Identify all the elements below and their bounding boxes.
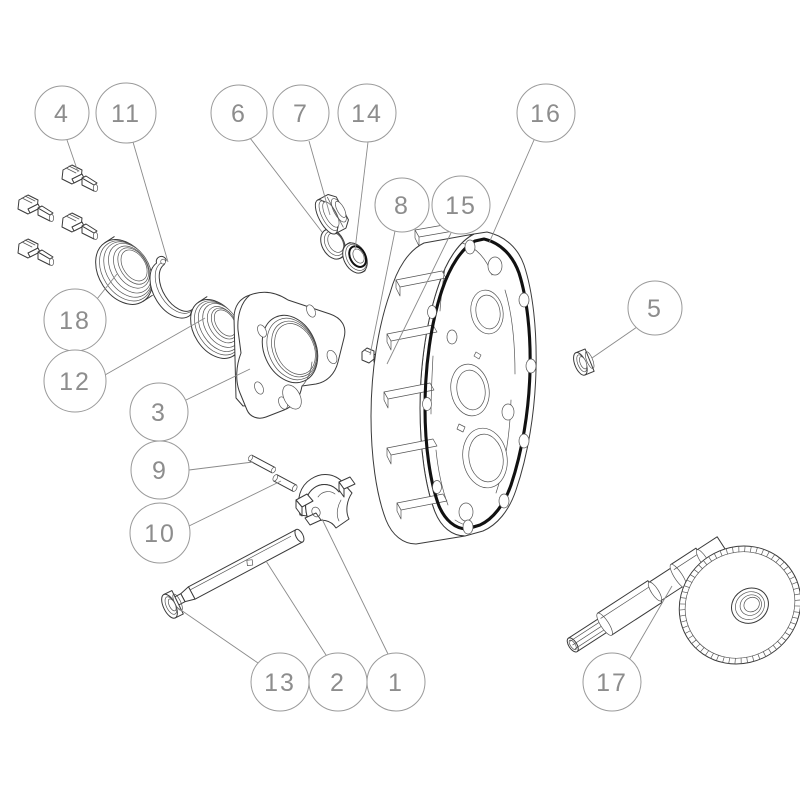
part-dowel-pin-short: [272, 474, 298, 492]
part-shift-fork: [295, 473, 356, 529]
callout-bubble-8[interactable]: 8: [374, 177, 430, 233]
leader-line-2: [265, 560, 327, 656]
part-flange-bolts: [17, 164, 99, 266]
leader-line-14: [354, 141, 369, 251]
callout-circle: [95, 82, 157, 144]
callout-bubble-1[interactable]: 1: [366, 652, 426, 712]
callout-bubble-18[interactable]: 18: [43, 288, 107, 352]
callout-number: 9: [152, 457, 168, 485]
callout-bubble-7[interactable]: 7: [272, 84, 330, 142]
leader-line-11: [132, 141, 169, 263]
callout-bubbles: 4 11 6 7 14 16 8 15 5 18 12 3 9 10 13 2 1 17: [34, 82, 683, 712]
callout-bubble-14[interactable]: 14: [337, 83, 397, 143]
callout-bubble-16[interactable]: 16: [516, 83, 576, 143]
leader-line-3: [185, 368, 251, 401]
callout-circle: [516, 83, 576, 143]
callout-circle: [210, 84, 268, 142]
callout-bubble-9[interactable]: 9: [130, 440, 190, 500]
leader-line-6: [249, 137, 323, 233]
callout-circle: [366, 652, 426, 712]
callout-number: 17: [596, 669, 628, 697]
leader-line-9: [188, 461, 254, 471]
leader-line-5: [591, 326, 638, 359]
callout-circle: [337, 83, 397, 143]
callout-number: 3: [151, 399, 167, 427]
bolt-4: [17, 238, 55, 266]
part-outer-ball-bearing: [95, 236, 153, 305]
part-bushing-collar: [314, 193, 349, 235]
callout-number: 8: [394, 192, 410, 220]
callout-circle: [272, 84, 330, 142]
callout-bubble-10[interactable]: 10: [129, 502, 191, 564]
callout-circle: [34, 85, 90, 141]
callout-bubble-13[interactable]: 13: [250, 652, 310, 712]
callout-circle: [129, 502, 191, 564]
callout-circle: [627, 280, 683, 336]
callout-number: 13: [264, 669, 296, 697]
callout-bubble-4[interactable]: 4: [34, 85, 90, 141]
callout-number: 10: [144, 520, 176, 548]
callout-number: 16: [530, 100, 562, 128]
bolt-1: [61, 164, 99, 192]
leader-line-16: [488, 139, 535, 244]
callout-bubble-12[interactable]: 12: [43, 349, 107, 413]
callout-circle: [43, 349, 107, 413]
callout-number: 15: [445, 192, 477, 220]
callout-circle: [582, 652, 642, 712]
callout-number: 14: [351, 100, 383, 128]
callout-bubble-15[interactable]: 15: [431, 175, 491, 235]
callout-number: 2: [330, 669, 346, 697]
callout-circle: [374, 177, 430, 233]
callout-bubble-3[interactable]: 3: [129, 382, 189, 442]
part-shaft-bushing: [161, 590, 184, 619]
leader-line-10: [188, 480, 282, 527]
callout-number: 12: [59, 368, 91, 396]
part-gear-shaft-assembly: [566, 536, 800, 665]
bolt-2: [17, 194, 55, 222]
part-gearbox-cover-housing: [370, 221, 537, 545]
part-dowel-pin-long: [248, 454, 276, 474]
callout-number: 1: [388, 669, 404, 697]
leader-line-7: [308, 140, 331, 216]
callout-circle: [130, 440, 190, 500]
part-bushing: [573, 348, 595, 376]
leader-line-18: [96, 273, 118, 300]
part-retaining-snap-ring: [149, 255, 193, 319]
part-oil-seal: [342, 241, 368, 274]
callout-bubble-2[interactable]: 2: [308, 652, 368, 712]
bolt-3: [61, 212, 99, 240]
part-hub-flange: [233, 291, 346, 419]
leader-line-8: [369, 230, 396, 356]
callout-number: 18: [59, 307, 91, 335]
leader-line-17: [628, 585, 673, 661]
leader-line-13: [177, 607, 259, 664]
callout-number: 4: [54, 100, 70, 128]
callout-bubble-5[interactable]: 5: [627, 280, 683, 336]
callout-bubble-6[interactable]: 6: [210, 84, 268, 142]
callout-bubble-17[interactable]: 17: [582, 652, 642, 712]
leader-line-15: [386, 232, 452, 365]
leader-line-4: [66, 139, 79, 173]
callout-leader-lines: [66, 137, 673, 664]
leader-line-1: [321, 518, 389, 655]
callout-circle: [431, 175, 491, 235]
callout-bubble-11[interactable]: 11: [95, 82, 157, 144]
callout-number: 6: [231, 100, 247, 128]
leader-line-12: [104, 317, 206, 376]
callout-number: 11: [111, 100, 141, 128]
callout-number: 7: [293, 100, 309, 128]
callout-number: 5: [647, 295, 663, 323]
